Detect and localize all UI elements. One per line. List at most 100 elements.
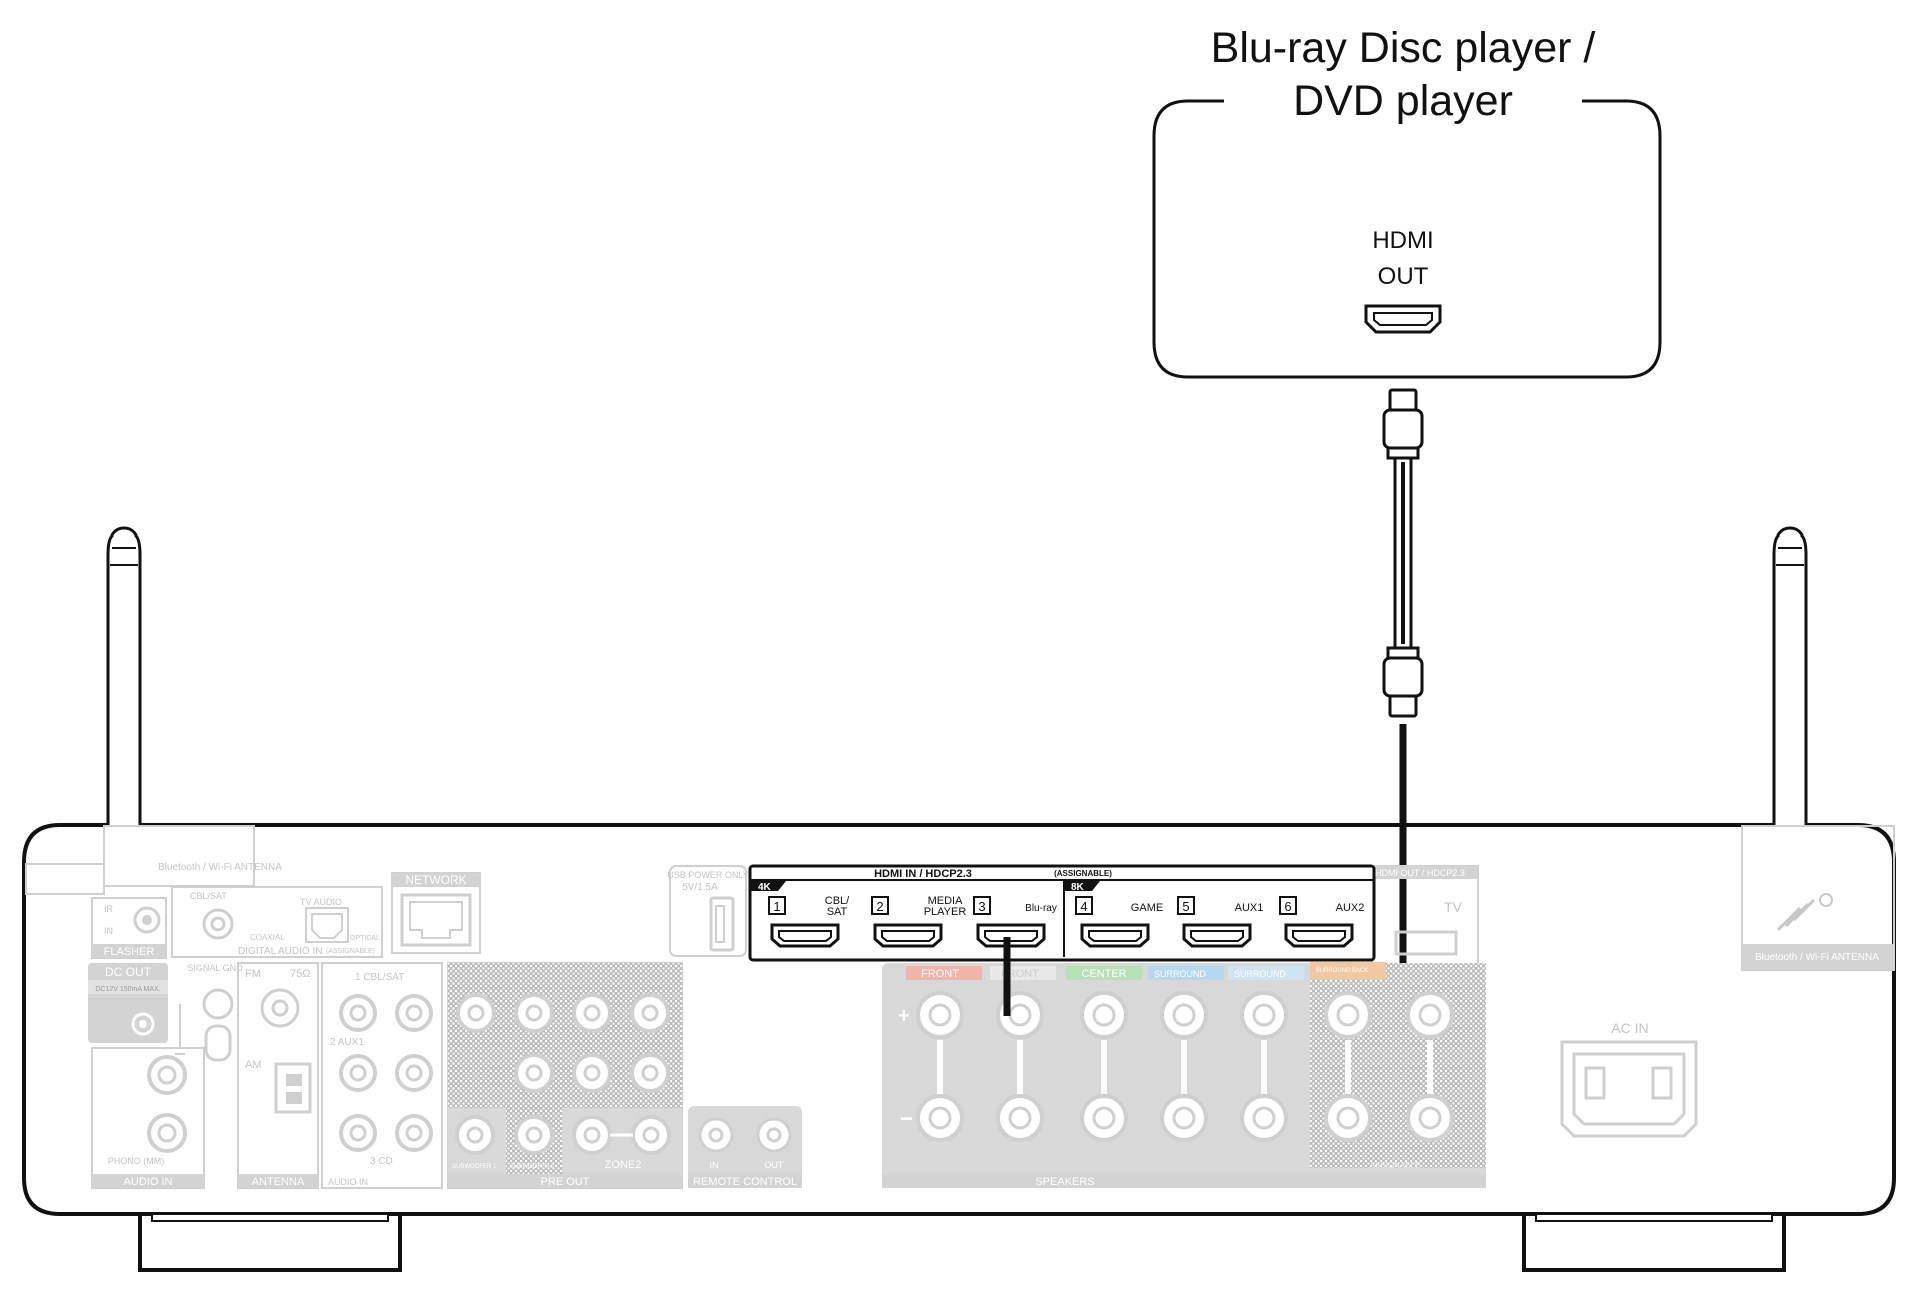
digital-audio-in-panel: CBL/SAT TV AUDIO COAXIAL OPTICAL DIGITAL… [171, 886, 383, 958]
svg-text:TV AUDIO: TV AUDIO [300, 897, 342, 907]
svg-text:DC12V 150mA MAX.: DC12V 150mA MAX. [95, 986, 160, 993]
svg-text:+: + [898, 1005, 910, 1027]
foot-right [1522, 1214, 1786, 1272]
svg-text:OUT: OUT [765, 1160, 785, 1170]
flasher-panel: FLASHER IR IN [91, 897, 167, 959]
svg-text:FRONT: FRONT [1001, 968, 1039, 980]
svg-text:USB POWER ONLY: USB POWER ONLY [667, 870, 748, 880]
svg-text:IN: IN [710, 1160, 719, 1170]
svg-text:SURROUND BACK: SURROUND BACK [1316, 968, 1369, 974]
signal-gnd: SIGNAL GND [172, 963, 243, 1062]
svg-text:−: − [900, 1106, 913, 1131]
hdmi-out-panel: HDMI OUT / HDCP2.3 TV [1371, 865, 1479, 967]
hdmi-plug-top-icon [1382, 388, 1424, 460]
svg-text:CBL/SAT: CBL/SAT [190, 891, 227, 901]
svg-text:SURROUND: SURROUND [1154, 969, 1207, 979]
svg-text:5: 5 [1182, 899, 1189, 914]
av-receiver: Bluetooth / Wi-Fi ANTENNA Bluetooth / Wi… [22, 823, 1896, 1272]
svg-text:PHONO (MM): PHONO (MM) [108, 1156, 165, 1166]
device-title-line2: DVD player [1293, 77, 1513, 125]
svg-text:AUDIO IN: AUDIO IN [124, 1176, 173, 1188]
svg-text:SURROUND: SURROUND [1234, 969, 1287, 979]
svg-text:2 AUX1: 2 AUX1 [330, 1037, 364, 1048]
svg-text:HDMI OUT / HDCP2.3: HDMI OUT / HDCP2.3 [1375, 868, 1465, 878]
svg-text:NETWORK: NETWORK [405, 873, 466, 887]
hdmi-in-assignable: (ASSIGNABLE) [1054, 869, 1112, 878]
antenna-panel: ANTENNA FM 75Ω AM [237, 962, 319, 1189]
svg-text:1: 1 [773, 899, 780, 914]
bt-antenna-left-label: Bluetooth / Wi-Fi ANTENNA [158, 862, 282, 873]
svg-text:FM: FM [245, 968, 261, 980]
svg-text:IR: IR [104, 904, 114, 914]
bt-antenna-right-label: Bluetooth / Wi-Fi ANTENNA [1755, 952, 1879, 963]
hdmi-input-6: 6 AUX2 [1279, 896, 1365, 948]
svg-text:AUDIO IN: AUDIO IN [328, 1177, 368, 1187]
hdmi-plug-bottom-icon [1382, 646, 1424, 718]
svg-text:SUBWOOFER 2: SUBWOOFER 2 [510, 1164, 555, 1170]
svg-text:DIGITAL AUDIO IN: DIGITAL AUDIO IN [238, 946, 322, 957]
svg-text:6: 6 [1284, 899, 1291, 914]
hdmi-input-4: 4 GAME [1075, 896, 1163, 948]
svg-text:SUBWOOFER 1: SUBWOOFER 1 [452, 1164, 497, 1170]
svg-text:COAXIAL: COAXIAL [250, 933, 285, 942]
svg-text:MEDIA: MEDIA [928, 895, 964, 907]
ac-in-inlet: AC IN [1560, 1020, 1698, 1138]
svg-text:IN: IN [104, 926, 113, 936]
audio-in-panel: AUDIO IN PHONO (MM) [91, 1047, 205, 1189]
svg-text:2: 2 [876, 899, 883, 914]
hdmi-out-label-line1: HDMI [1372, 227, 1433, 254]
hdmi-input-2: 2 [871, 896, 943, 948]
svg-text:75Ω: 75Ω [290, 968, 310, 980]
remote-control-panel: REMOTE CONTROL IN OUT [688, 1106, 802, 1188]
svg-text:ANTENNA: ANTENNA [252, 1176, 305, 1188]
audio-in-rca-panel: 1 CBL/SAT 2 AUX1 3 CD AUDIO IN [321, 962, 443, 1189]
svg-text:3 CD: 3 CD [370, 1156, 393, 1167]
svg-text:PLAYER: PLAYER [924, 906, 967, 918]
svg-text:REMOTE CONTROL: REMOTE CONTROL [693, 1176, 797, 1188]
hdmi-input-5: 5 AUX1 [1177, 896, 1264, 948]
svg-text:AC IN: AC IN [1611, 1020, 1648, 1036]
hdmi-in-panel: HDMI IN / HDCP2.3 (ASSIGNABLE) 4K 8K 1 C… [748, 864, 1376, 962]
hdmi-input-3: MEDIA PLAYER 3 Blu-ray [924, 895, 1057, 948]
svg-text:1 CBL/SAT: 1 CBL/SAT [355, 972, 404, 983]
dc-out-panel: DC OUT DC12V 150mA MAX. [88, 963, 168, 1043]
svg-text:FRONT: FRONT [921, 968, 959, 980]
svg-text:5V/1.5A: 5V/1.5A [682, 882, 718, 893]
hdmi-in-title: HDMI IN / HDCP2.3 [874, 868, 972, 880]
svg-text:AM: AM [245, 1059, 262, 1071]
svg-text:(ASSIGNABLE): (ASSIGNABLE) [326, 948, 375, 955]
foot-left [138, 1214, 402, 1272]
usb-port-panel: USB POWER ONLY 5V/1.5A [667, 865, 749, 957]
antenna-right-icon [1772, 526, 1808, 825]
device-hdmi-port-icon [1364, 304, 1442, 334]
speakers-panel: SPEAKERS ASSIGNABLE FRONT FRONT CENTER S… [882, 962, 1486, 1188]
network-port-panel: NETWORK [391, 872, 481, 954]
svg-text:SPEAKERS: SPEAKERS [1035, 1176, 1094, 1188]
hdmi-input-1: 1 CBL/ SAT [768, 895, 850, 948]
svg-text:CENTER: CENTER [1081, 968, 1126, 980]
hdmi-out-label-line2: OUT [1378, 263, 1429, 290]
svg-text:TV: TV [1444, 899, 1463, 915]
svg-text:CBL/: CBL/ [825, 895, 850, 907]
svg-text:OPTICAL: OPTICAL [350, 935, 380, 942]
badge-8k: 8K [1071, 882, 1085, 893]
svg-text:SAT: SAT [827, 906, 848, 918]
svg-text:FLASHER: FLASHER [104, 946, 155, 958]
svg-text:AUX2: AUX2 [1336, 902, 1365, 914]
device-outline [1152, 99, 1662, 379]
svg-text:4: 4 [1080, 899, 1087, 914]
svg-text:Blu-ray: Blu-ray [1025, 903, 1057, 914]
svg-text:GAME: GAME [1131, 902, 1163, 914]
svg-text:3: 3 [978, 899, 985, 914]
svg-text:PRE OUT: PRE OUT [541, 1176, 590, 1188]
source-device: Blu-ray Disc player / DVD player HDMI OU… [1152, 24, 1662, 379]
svg-text:ASSIGNABLE: ASSIGNABLE [1370, 1161, 1421, 1170]
badge-4k: 4K [758, 882, 772, 893]
hdmi-input-3-port-icon [976, 923, 1046, 948]
svg-text:ZONE2: ZONE2 [605, 1159, 642, 1171]
svg-text:SIGNAL GND: SIGNAL GND [187, 963, 243, 973]
svg-text:AUX1: AUX1 [1235, 902, 1264, 914]
pre-out-panel: PRE OUT SUBWOOFER 1 SUBWOOFER 2 ZONE2 [447, 962, 683, 1189]
svg-text:DC OUT: DC OUT [105, 965, 152, 979]
